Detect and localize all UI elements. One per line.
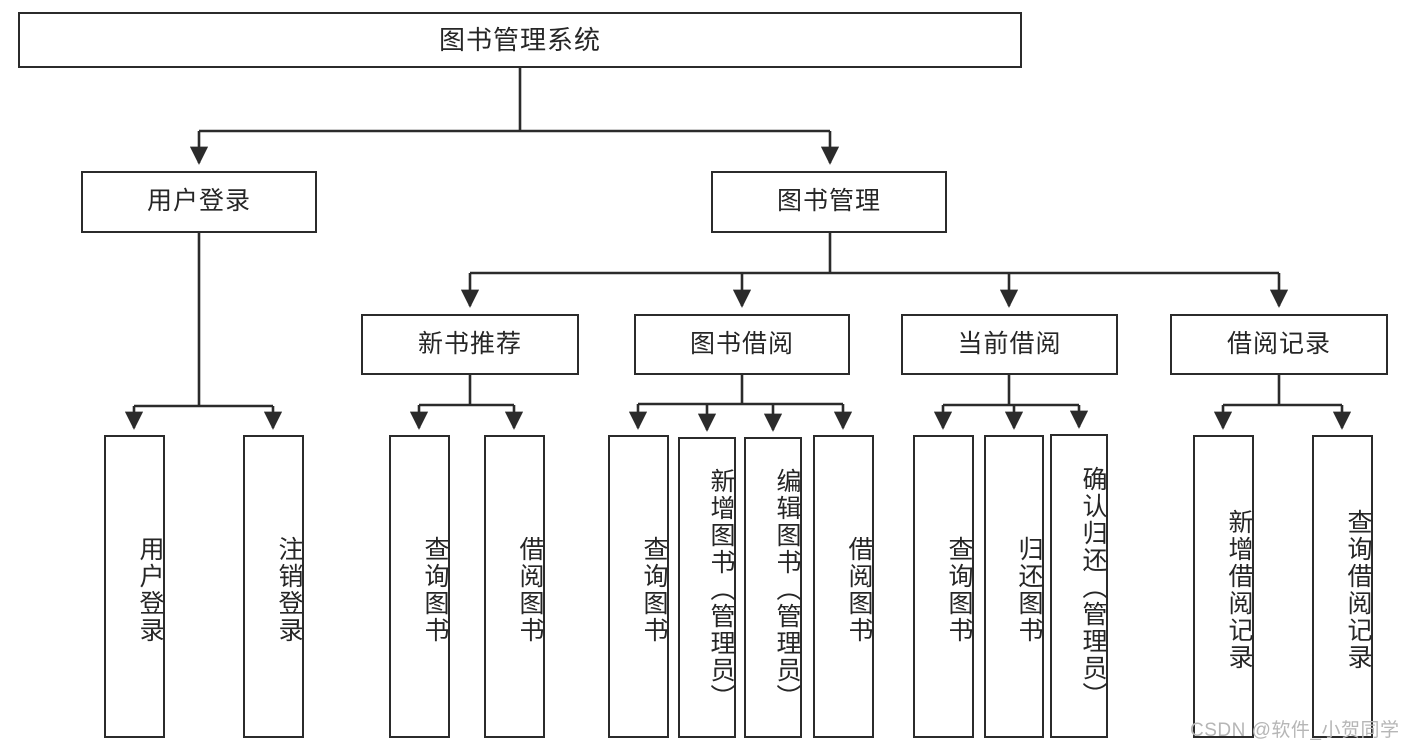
node-leaf-query-book-rec-label: 查询图书 [421, 535, 449, 644]
node-user-login-label: 用户登录 [146, 187, 251, 216]
node-leaf-query-book-cur[interactable]: 查询图书 [913, 435, 974, 738]
node-user-login[interactable]: 用户登录 [81, 171, 317, 233]
node-book-manage-label: 图书管理 [776, 187, 881, 216]
node-leaf-borrow-book-rec-label: 借阅图书 [516, 535, 544, 644]
node-leaf-add-book-label: 新增图书（管理员） [707, 467, 735, 711]
node-leaf-add-record[interactable]: 新增借阅记录 [1193, 435, 1254, 738]
node-leaf-query-record-label: 查询借阅记录 [1344, 508, 1372, 671]
node-borrow-record-label: 借阅记录 [1226, 329, 1331, 358]
node-leaf-query-record[interactable]: 查询借阅记录 [1312, 435, 1373, 738]
node-leaf-return-book-label: 归还图书 [1015, 535, 1043, 644]
node-leaf-query-book-cur-label: 查询图书 [945, 535, 973, 644]
node-leaf-confirm-return[interactable]: 确认归还（管理员） [1050, 434, 1108, 738]
node-book-borrow[interactable]: 图书借阅 [634, 314, 850, 375]
node-leaf-borrow-book-label: 借阅图书 [845, 535, 873, 644]
node-leaf-user-login[interactable]: 用户登录 [104, 435, 165, 738]
node-leaf-add-record-label: 新增借阅记录 [1225, 508, 1253, 671]
node-leaf-query-book-borrow[interactable]: 查询图书 [608, 435, 669, 738]
node-root[interactable]: 图书管理系统 [18, 12, 1022, 68]
node-leaf-borrow-book[interactable]: 借阅图书 [813, 435, 874, 738]
node-leaf-return-book[interactable]: 归还图书 [984, 435, 1044, 738]
node-book-manage[interactable]: 图书管理 [711, 171, 947, 233]
node-leaf-edit-book[interactable]: 编辑图书（管理员） [744, 437, 802, 738]
watermark: CSDN @软件_小贺同学 [1190, 720, 1400, 741]
node-leaf-query-book-rec[interactable]: 查询图书 [389, 435, 450, 738]
node-root-label: 图书管理系统 [438, 24, 601, 55]
node-leaf-user-logout[interactable]: 注销登录 [243, 435, 304, 738]
node-leaf-query-book-borrow-label: 查询图书 [640, 535, 668, 644]
node-new-book-rec[interactable]: 新书推荐 [361, 314, 579, 375]
node-current-borrow-label: 当前借阅 [957, 329, 1062, 358]
node-leaf-user-logout-label: 注销登录 [275, 535, 303, 644]
node-new-book-rec-label: 新书推荐 [417, 329, 522, 358]
node-borrow-record[interactable]: 借阅记录 [1170, 314, 1388, 375]
node-leaf-confirm-return-label: 确认归还（管理员） [1079, 466, 1107, 709]
node-leaf-borrow-book-rec[interactable]: 借阅图书 [484, 435, 545, 738]
node-book-borrow-label: 图书借阅 [689, 329, 794, 358]
node-leaf-add-book[interactable]: 新增图书（管理员） [678, 437, 736, 738]
node-leaf-edit-book-label: 编辑图书（管理员） [773, 467, 801, 711]
node-current-borrow[interactable]: 当前借阅 [901, 314, 1118, 375]
node-leaf-user-login-label: 用户登录 [136, 535, 164, 644]
